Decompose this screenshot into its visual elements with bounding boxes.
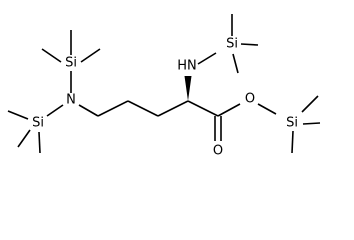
- o-atom-label: O: [245, 92, 255, 107]
- bond-si-methyl-right: [240, 43, 259, 46]
- bond-c1-o-ester: [217, 103, 241, 117]
- si-atom-label: Si: [32, 116, 44, 131]
- bond-o-si: [257, 103, 277, 115]
- structure-diagram: Si Si N HN Si O Si O: [7, 14, 321, 159]
- bond-si-methyl-down: [38, 131, 41, 154]
- bond-c4-c3: [127, 100, 159, 117]
- bond-si-methyl-down: [232, 53, 239, 74]
- bond-si-methyl-right: [80, 48, 101, 63]
- si-atom-label: Si: [226, 37, 238, 52]
- nh-atom-label: HN: [177, 59, 197, 74]
- bond-si-methyl-down-left: [17, 129, 31, 148]
- si-atom-label: Si: [65, 56, 77, 71]
- si-atom-label: Si: [286, 116, 298, 131]
- bond-si-methyl-down: [291, 130, 294, 154]
- n-atom-label: N: [66, 93, 76, 108]
- bond-n-si: [46, 104, 64, 117]
- bond-c3-c2: [157, 100, 189, 117]
- bond-si-methyl-left: [41, 48, 62, 63]
- wedge-bond-c2-nh: [184, 76, 192, 101]
- bond-c5-c4: [97, 100, 129, 117]
- bond-si-methyl-up: [301, 95, 319, 113]
- bond-si-methyl-right: [302, 122, 321, 125]
- bond-nh-si: [197, 52, 217, 65]
- bond-si-methyl-left: [7, 110, 29, 120]
- bond-n-c5: [78, 104, 99, 117]
- bond-c2-c1: [187, 100, 219, 117]
- o-atom-label: O: [213, 144, 223, 159]
